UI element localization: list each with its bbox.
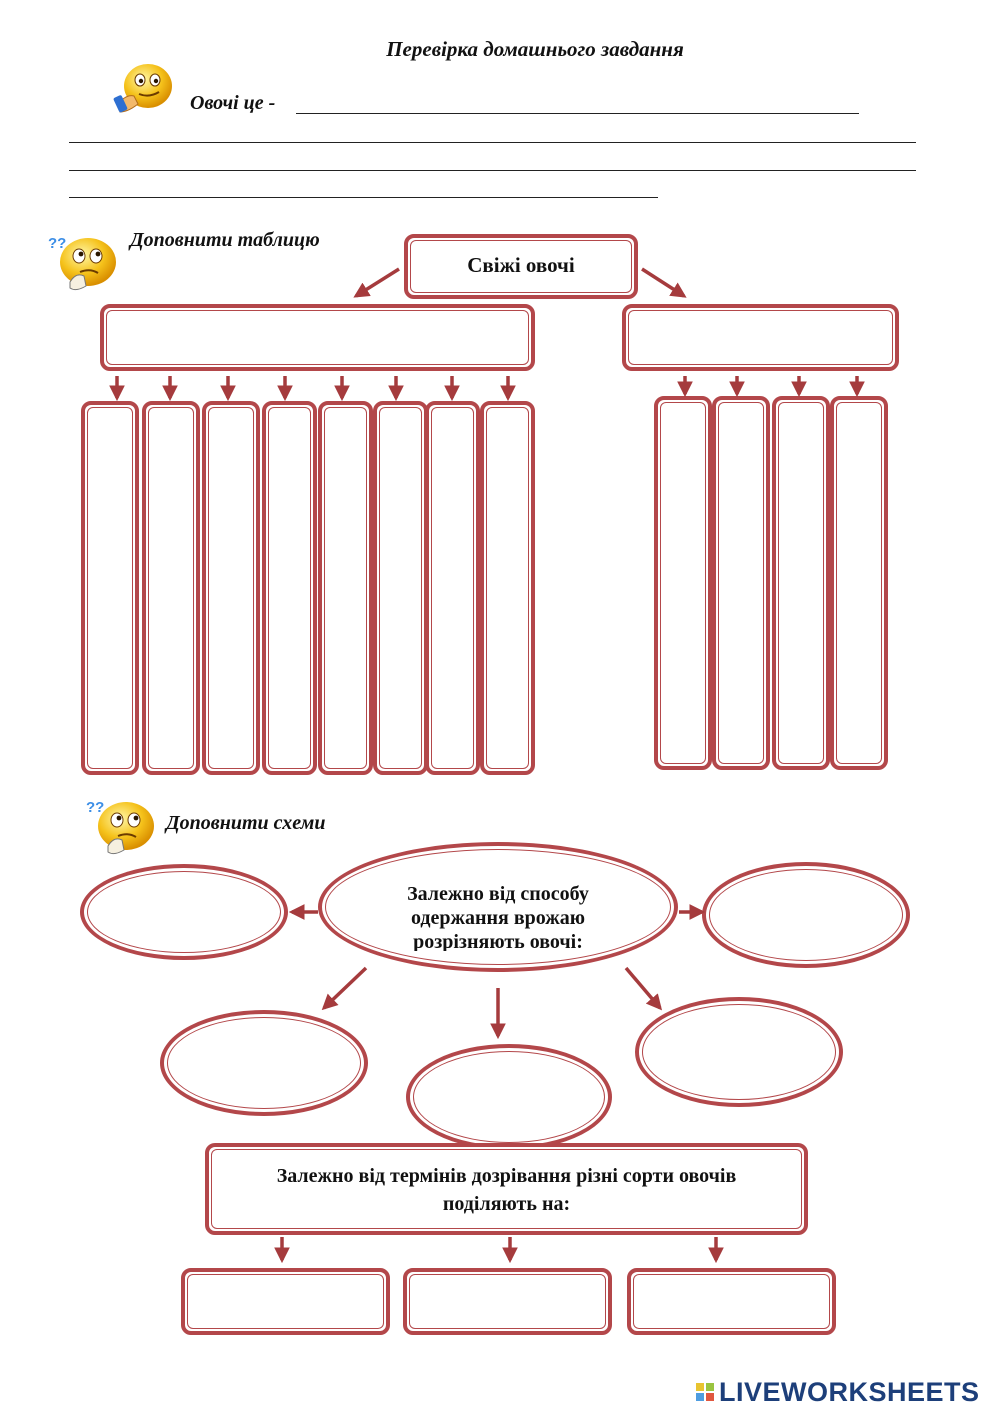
root-box: Свіжі овочі	[404, 234, 638, 299]
section-heading-scheme: Доповнити схеми	[166, 812, 326, 834]
answer-oval-bottom-center[interactable]	[406, 1044, 612, 1150]
thinking-smiley-icon	[113, 64, 172, 113]
center-oval: Залежно від способу одержання врожаю роз…	[318, 842, 678, 972]
arrow-root-right	[641, 267, 687, 298]
right-column-2[interactable]	[712, 396, 770, 770]
right-column-1[interactable]	[654, 396, 712, 770]
page-title: Перевірка домашнього завдання	[386, 37, 684, 61]
answer-line-4[interactable]	[69, 197, 658, 198]
center-text-line-2: одержання врожаю	[410, 907, 586, 929]
arrow-oval-bottom-left	[321, 966, 368, 1011]
ripening-box: Залежно від термінів дозрівання різні со…	[205, 1143, 808, 1235]
left-column-1[interactable]	[81, 401, 139, 775]
logo-text: LIVEWORKSHEETS	[719, 1376, 980, 1407]
answer-line-1[interactable]	[296, 113, 859, 114]
arrow-root-left	[353, 267, 400, 298]
root-label: Свіжі овочі	[467, 253, 575, 277]
left-column-3[interactable]	[202, 401, 260, 775]
center-text-line-1: Залежно від способу	[407, 883, 589, 905]
svg-text:??: ??	[86, 799, 104, 816]
svg-text:??: ??	[48, 235, 66, 252]
left-column-4[interactable]	[262, 401, 317, 775]
ripening-text-line-1: Залежно від термінів дозрівання різні со…	[276, 1165, 737, 1187]
arrow-oval-bottom-right	[624, 966, 663, 1011]
logo-squares-icon	[696, 1383, 714, 1401]
left-column-7[interactable]	[425, 401, 480, 775]
ripening-text-line-2: поділяють на:	[442, 1193, 571, 1215]
ripening-answer-box-2[interactable]	[403, 1268, 612, 1335]
question-smiley-icon: ??	[86, 799, 154, 855]
answer-line-2[interactable]	[69, 142, 916, 143]
left-column-5[interactable]	[318, 401, 373, 775]
ripening-answer-box-3[interactable]	[627, 1268, 836, 1335]
center-text-line-3: розрізняють овочі:	[413, 931, 583, 951]
question-smiley-icon: ??	[48, 235, 116, 291]
right-column-3[interactable]	[772, 396, 830, 770]
answer-oval-bottom-right[interactable]	[635, 997, 843, 1107]
answer-oval-right[interactable]	[702, 862, 910, 968]
left-column-2[interactable]	[142, 401, 200, 775]
category-box-left[interactable]	[100, 304, 535, 371]
answer-oval-left[interactable]	[80, 864, 288, 960]
liveworksheets-logo: LIVEWORKSHEETS	[696, 1376, 980, 1408]
left-column-8[interactable]	[480, 401, 535, 775]
answer-oval-bottom-left[interactable]	[160, 1010, 368, 1116]
question-label: Овочі це -	[190, 92, 276, 114]
category-box-right[interactable]	[622, 304, 899, 371]
right-column-4[interactable]	[830, 396, 888, 770]
ripening-answer-box-1[interactable]	[181, 1268, 390, 1335]
section-heading-table: Доповнити таблицю	[130, 229, 320, 251]
answer-line-3[interactable]	[69, 170, 916, 171]
